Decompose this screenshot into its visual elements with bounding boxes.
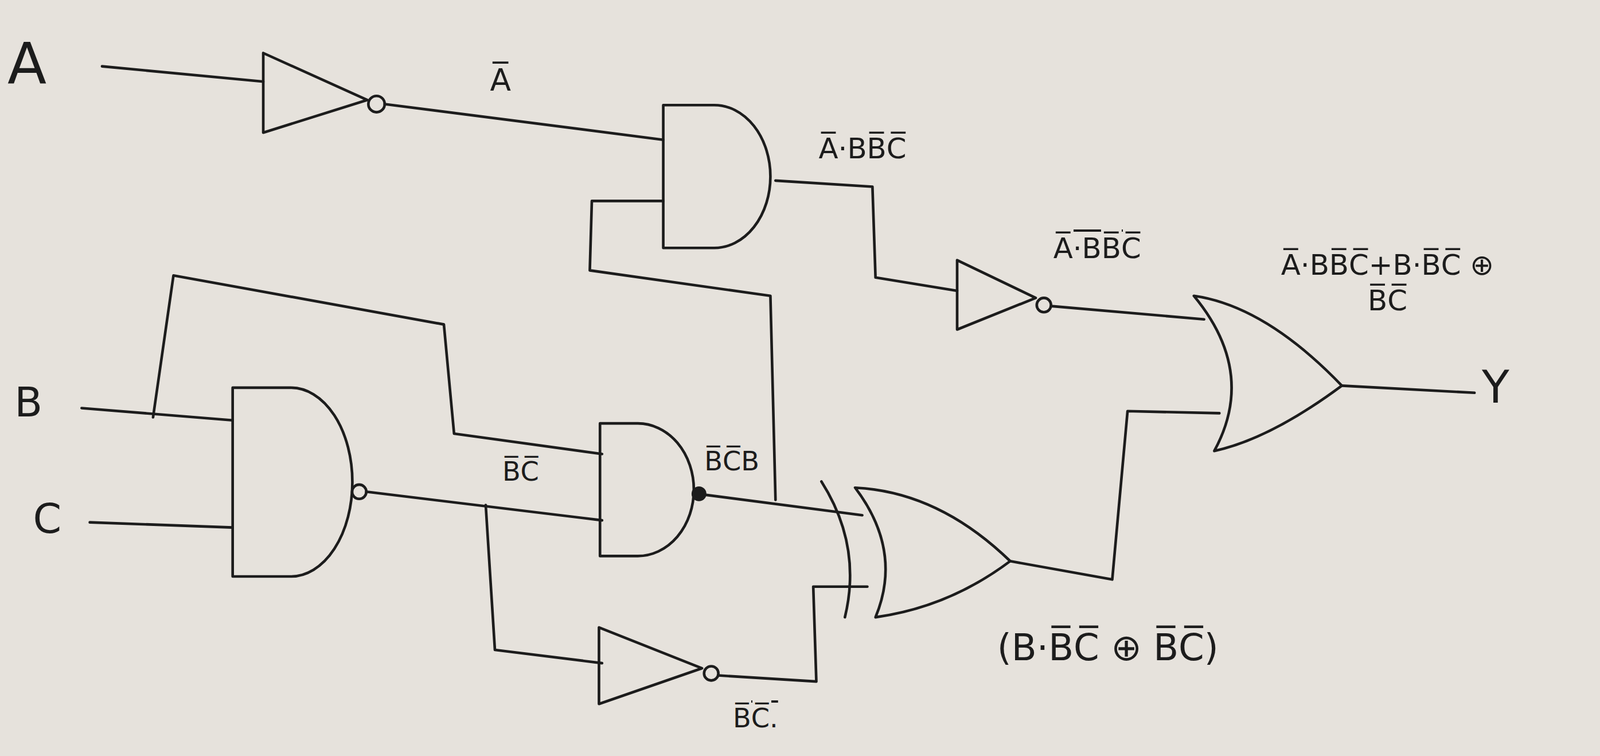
nand-gate xyxy=(599,423,694,556)
wire xyxy=(90,522,233,528)
not-gate xyxy=(598,627,702,704)
xor-gate xyxy=(855,487,1010,618)
wire xyxy=(1341,385,1475,393)
wire xyxy=(1051,306,1205,320)
signal-expression: (B·B̅C̅ ⊕ B̅C̅) xyxy=(994,624,1221,671)
not-bubble xyxy=(368,95,385,112)
wire xyxy=(366,491,603,521)
wire xyxy=(485,504,603,663)
wire xyxy=(102,66,264,83)
signal-name: A̅ xyxy=(488,61,514,100)
nand-bubble xyxy=(352,484,367,499)
wire xyxy=(384,103,664,140)
input-name: B xyxy=(12,377,45,429)
signal-name: B̅C̅B xyxy=(701,445,762,479)
and-gate xyxy=(663,104,771,248)
wire xyxy=(81,407,233,420)
input-name: C xyxy=(30,493,64,545)
nand-bubble xyxy=(692,487,705,500)
xor-curve xyxy=(821,481,850,618)
signal-name: A̅·BB̅C̅ xyxy=(1051,230,1144,267)
signal-name: A̅·BB̅C̅ xyxy=(816,130,909,167)
wire xyxy=(1010,411,1220,580)
not-gate xyxy=(957,260,1036,330)
signal-name: B̅C̅ xyxy=(500,455,542,489)
wire xyxy=(775,180,958,291)
not-gate xyxy=(263,52,368,133)
not-bubble xyxy=(704,665,719,681)
input-name: A xyxy=(5,28,49,101)
not-bubble xyxy=(1036,297,1052,312)
output-expression: A̅·BB̅C̅+B·B̅C̅ ⊕ B̅C̅ xyxy=(1270,247,1505,319)
nand-gate xyxy=(232,387,353,577)
wire xyxy=(718,586,868,682)
or-gate xyxy=(1193,295,1342,451)
output-name: Y xyxy=(1479,358,1512,416)
wire xyxy=(589,200,776,500)
wire xyxy=(705,494,863,516)
wire xyxy=(153,275,603,454)
signal-name: B̅C̅. xyxy=(730,701,781,736)
